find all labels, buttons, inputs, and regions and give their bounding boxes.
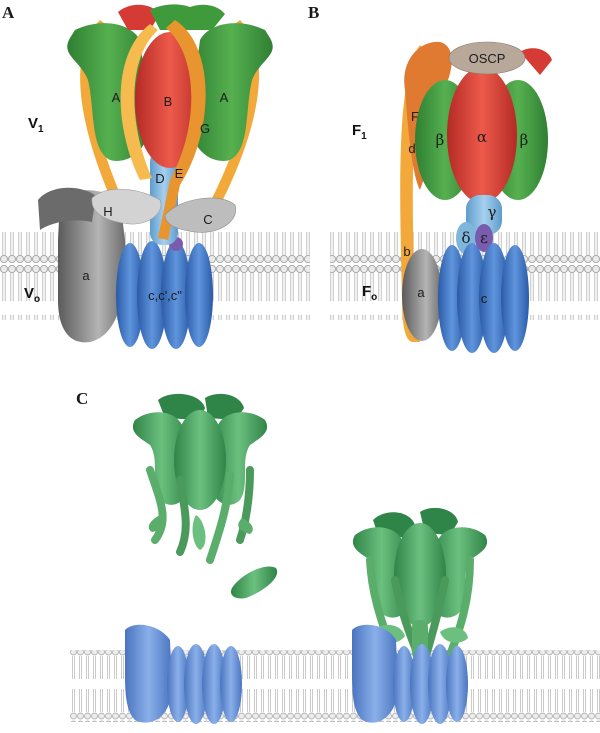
label-f1: F1 bbox=[352, 122, 367, 142]
subunit-c-stalk bbox=[164, 197, 237, 233]
stalk-eg-left bbox=[80, 20, 128, 215]
subunit-a-v bbox=[58, 190, 126, 343]
subunit-a-right bbox=[190, 23, 273, 161]
v-atpase-assembled bbox=[352, 507, 488, 724]
label-c-ring-f: c bbox=[481, 291, 488, 306]
subunit-gamma bbox=[466, 195, 502, 235]
stalk-front-left bbox=[120, 24, 158, 180]
panel-b: B b d F6 β β α OSCP γ δ ε a c bbox=[308, 3, 600, 353]
vo-left bbox=[125, 624, 242, 724]
subunit-alpha bbox=[447, 67, 517, 203]
subunit-h bbox=[91, 188, 162, 225]
panel-a: A a c,c',c" D F A A B G E bbox=[0, 3, 310, 349]
label-beta-right: β bbox=[520, 131, 529, 149]
c-ring-f-2 bbox=[457, 243, 487, 353]
label-v1: V1 bbox=[28, 115, 44, 135]
panel-a-letter: A bbox=[2, 3, 15, 22]
subunit-oscp bbox=[448, 41, 526, 75]
label-beta-left: β bbox=[436, 131, 445, 149]
label-alpha: α bbox=[477, 128, 487, 146]
label-gamma: γ bbox=[488, 203, 497, 221]
panel-b-letter: B bbox=[308, 3, 319, 22]
label-e: E bbox=[175, 166, 184, 181]
c-subunit-detached bbox=[230, 566, 278, 599]
label-d: D bbox=[155, 171, 164, 186]
oscp-red-back bbox=[520, 48, 552, 75]
label-a-right: A bbox=[220, 90, 229, 105]
label-h: H bbox=[103, 204, 112, 219]
label-a-left: A bbox=[112, 90, 121, 105]
label-vo: Vo bbox=[24, 285, 40, 305]
panel-c-letter: C bbox=[76, 389, 88, 408]
label-fo: Fo bbox=[362, 283, 377, 303]
c-ring-sub-4 bbox=[185, 243, 213, 347]
label-a-v: a bbox=[82, 268, 90, 283]
subunit-epsilon bbox=[475, 224, 493, 252]
label-g: G bbox=[200, 121, 210, 136]
subunit-a-v-cap bbox=[38, 187, 96, 230]
label-d-f: d bbox=[408, 141, 415, 156]
c-ring-sub-1 bbox=[116, 243, 144, 347]
label-c-stalk: C bbox=[203, 212, 212, 227]
panel-c: C bbox=[70, 389, 600, 724]
label-c-ring-v: c,c',c" bbox=[148, 288, 182, 303]
label-delta: δ bbox=[461, 229, 470, 247]
subunit-a-f bbox=[402, 249, 442, 341]
c-ring-sub-2 bbox=[137, 241, 167, 349]
label-epsilon: ε bbox=[480, 229, 488, 247]
label-oscp: OSCP bbox=[469, 51, 506, 66]
subunit-a-top-center bbox=[150, 4, 200, 31]
subunit-b-top-left bbox=[118, 4, 160, 30]
label-b: B bbox=[164, 94, 173, 109]
label-b-stalk: b bbox=[403, 244, 410, 259]
c-ring-sub-3 bbox=[161, 241, 191, 349]
c-ring-f-3 bbox=[479, 243, 509, 353]
stalk-g bbox=[158, 20, 206, 240]
c-ring-f-4 bbox=[501, 245, 529, 351]
v1-detached bbox=[132, 393, 268, 564]
label-a-f: a bbox=[417, 285, 425, 300]
stalk-eg-right bbox=[205, 20, 260, 215]
